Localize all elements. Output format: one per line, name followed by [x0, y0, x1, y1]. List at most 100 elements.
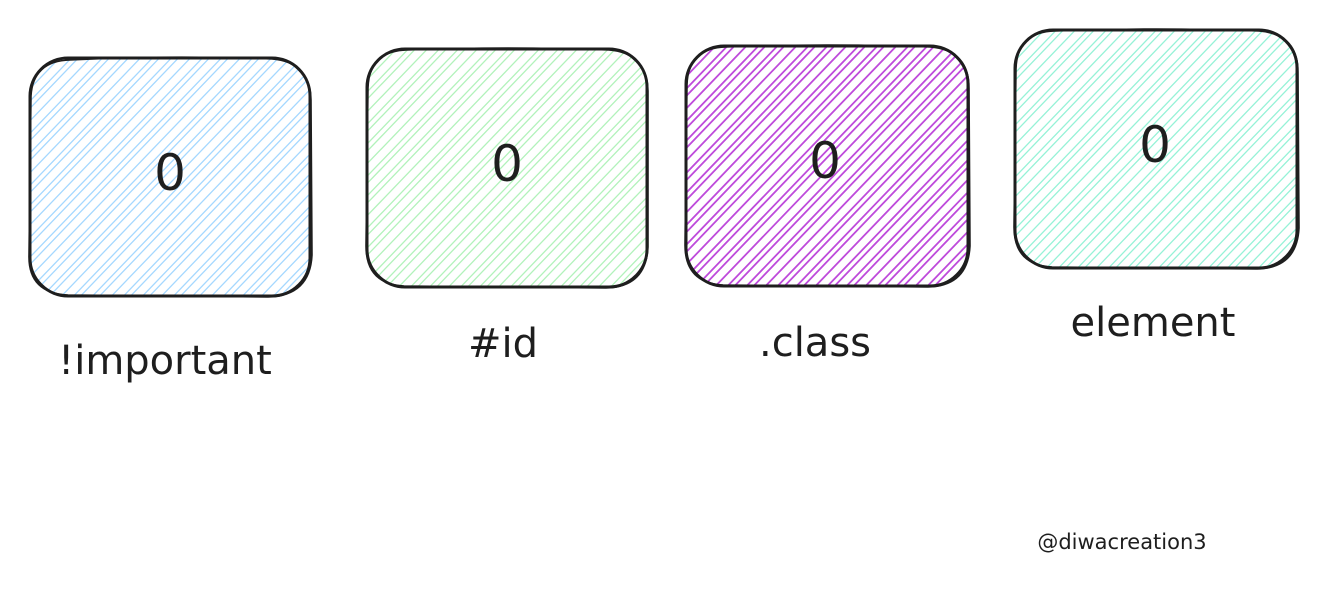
hatch-line — [686, 46, 695, 286]
hatch-line — [101, 58, 310, 296]
hatch-line — [686, 46, 938, 286]
hatch-line — [686, 46, 826, 286]
hatch-line — [367, 49, 607, 287]
hatch-line — [263, 58, 310, 296]
author-credit: @diwacreation3 — [1037, 530, 1206, 554]
hatch-line — [314, 48, 562, 306]
hatch-line — [182, 58, 310, 296]
element-count: 0 — [1139, 116, 1171, 174]
hatch-line — [1098, 30, 1297, 268]
hatch-line — [805, 46, 968, 286]
id-label: #id — [468, 321, 538, 367]
hatch-line — [686, 46, 926, 286]
hatch-line — [1015, 30, 1198, 268]
hatch-line — [120, 58, 310, 296]
hatch-line — [767, 46, 968, 286]
hatch-line — [786, 46, 968, 286]
hatch-line — [1067, 30, 1297, 268]
hatch-line — [367, 49, 600, 287]
hatch-line — [843, 46, 968, 286]
hatch-line — [367, 49, 507, 287]
hatch-line — [30, 58, 213, 296]
hatch-line — [1015, 30, 1067, 268]
hatch-line — [367, 49, 450, 287]
hatch-line — [1015, 30, 1217, 268]
hatch-line — [201, 58, 310, 296]
hatch-line — [893, 46, 968, 286]
hatch-line — [239, 58, 310, 296]
hatch-line — [867, 46, 968, 286]
hatch-line — [30, 58, 51, 296]
important-count: 0 — [154, 144, 186, 202]
hatch-line — [369, 49, 619, 287]
hatch-line — [30, 58, 201, 296]
hatch-line — [686, 46, 757, 286]
hatch-line — [367, 49, 488, 287]
hatch-line — [1198, 30, 1297, 268]
hatch-line — [526, 49, 647, 287]
hatch-line — [367, 49, 419, 287]
class-box-outline-sketch — [684, 44, 971, 288]
hatch-line — [686, 46, 876, 286]
hatch-line — [251, 58, 310, 296]
hatch-line — [686, 46, 819, 286]
hatch-line — [213, 58, 310, 296]
hatch-line — [30, 58, 139, 296]
hatch-line — [367, 49, 550, 287]
hatch-line — [367, 49, 426, 287]
hatch-line — [30, 58, 132, 296]
hatch-line — [686, 46, 857, 286]
hatch-line — [817, 46, 968, 286]
hatch-line — [658, 39, 906, 297]
hatch-line — [30, 58, 101, 296]
hatch-line — [1217, 30, 1297, 268]
hatch-line — [388, 49, 638, 287]
hatch-line — [686, 46, 738, 286]
hatch-line — [774, 46, 968, 286]
specificity-box-important: 0 !important — [28, 48, 569, 384]
hatch-line — [457, 49, 647, 287]
hatch-line — [232, 58, 310, 296]
hatch-line — [438, 49, 647, 287]
hatch-line — [557, 49, 647, 287]
hatch-line — [1015, 30, 1167, 268]
hatch-line — [905, 46, 968, 286]
hatch-line — [367, 49, 569, 287]
hatch-line — [519, 49, 647, 287]
hatch-line — [1148, 30, 1297, 268]
hatch-line — [30, 58, 239, 296]
hatch-line — [1299, 20, 1326, 278]
hatch-line — [686, 46, 769, 286]
hatch-line — [755, 46, 968, 286]
hatch-line — [30, 58, 182, 296]
hatch-line — [967, 46, 968, 286]
hatch-line — [469, 49, 647, 287]
hatch-line — [874, 46, 968, 286]
hatch-line — [576, 49, 647, 287]
hatch-line — [1167, 30, 1297, 268]
hatch-line — [538, 49, 647, 287]
hatch-line — [686, 46, 919, 286]
hatch-line — [886, 46, 968, 286]
hatch-line — [367, 49, 519, 287]
hatch-line — [917, 46, 968, 286]
hatch-line — [686, 46, 845, 286]
hatch-line — [367, 49, 476, 287]
hatch-line — [1205, 30, 1297, 268]
hatch-line — [70, 58, 310, 296]
hatch-line — [686, 46, 745, 286]
hatch-line — [1017, 30, 1267, 268]
hatch-line — [569, 49, 647, 287]
hatch-line — [1117, 30, 1297, 268]
hatch-line — [1055, 30, 1297, 268]
hatch-line — [1086, 30, 1297, 268]
element-box-hatch — [1015, 20, 1326, 278]
hatch-line — [321, 48, 569, 306]
hatch-line — [1105, 30, 1297, 268]
hatch-line — [836, 46, 968, 286]
hatch-line — [113, 58, 310, 296]
hatch-line — [855, 46, 968, 286]
hatch-line — [1015, 30, 1255, 268]
hatch-line — [367, 49, 557, 287]
